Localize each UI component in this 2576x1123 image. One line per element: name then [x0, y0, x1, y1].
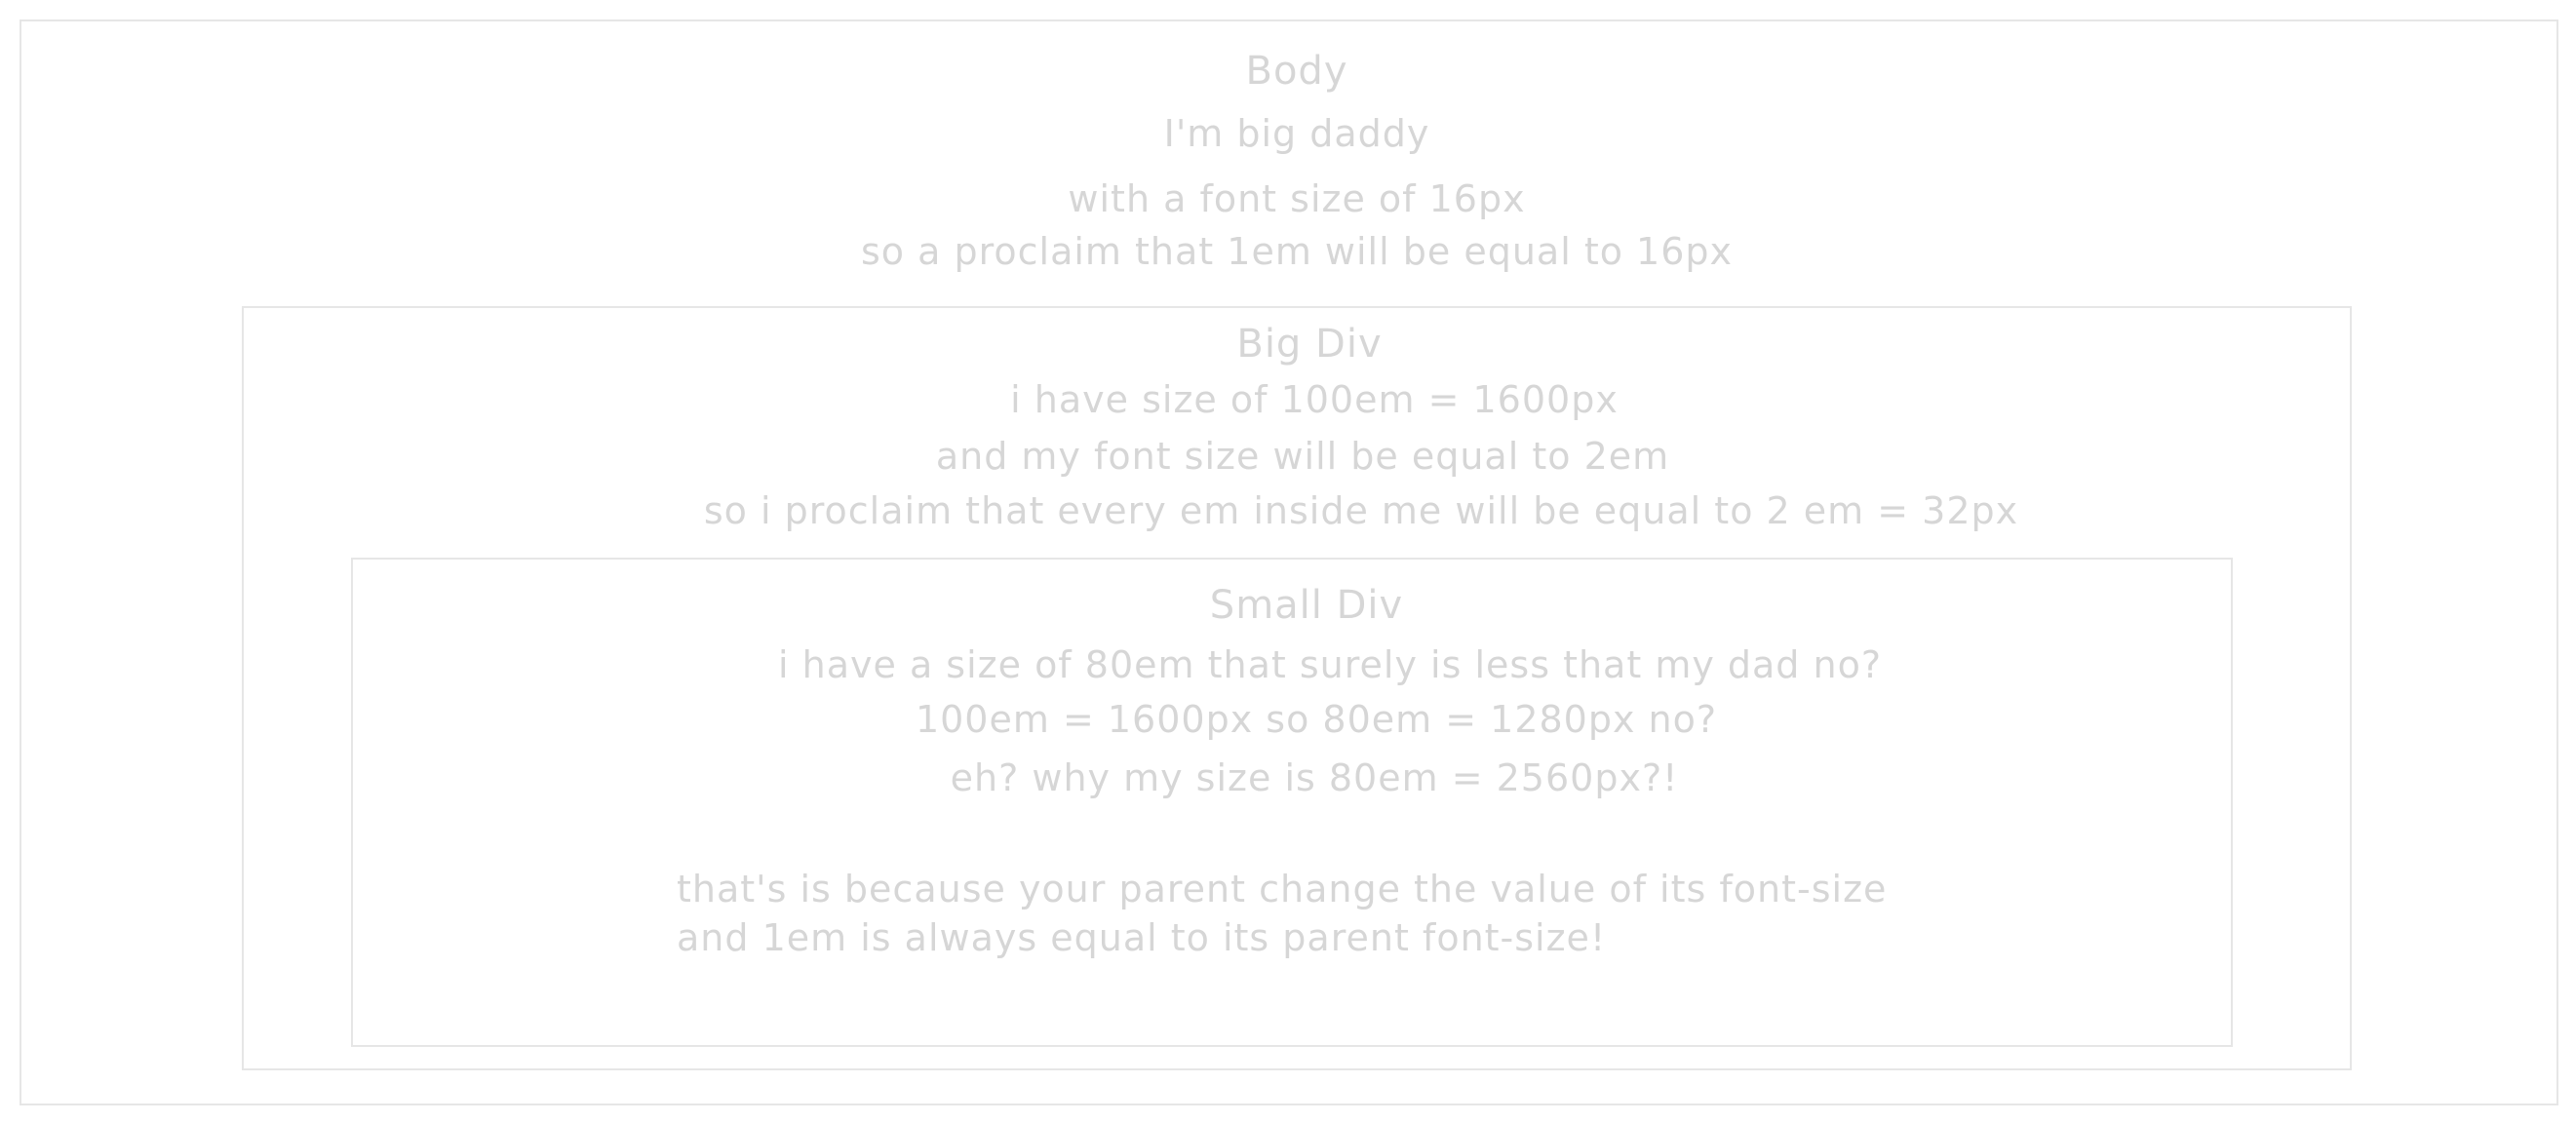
small-div-explanation-2: and 1em is always equal to its parent fo… [677, 916, 1607, 959]
body-line-2: with a font size of 16px [1068, 177, 1526, 220]
small-div-line-3: eh? why my size is 80em = 2560px?! [950, 756, 1679, 799]
small-div-title: Small Div [1209, 583, 1404, 628]
small-div-line-2: 100em = 1600px so 80em = 1280px no? [915, 698, 1718, 741]
body-line-1: I'm big daddy [1163, 112, 1430, 155]
big-div-line-3: so i proclaim that every em inside me wi… [703, 489, 2019, 532]
small-div-line-1: i have a size of 80em that surely is les… [777, 643, 1883, 686]
body-line-3: so a proclaim that 1em will be equal to … [860, 230, 1734, 273]
body-title: Body [1245, 49, 1348, 94]
big-div-box [242, 306, 2352, 1070]
small-div-explanation-1: that's is because your parent change the… [677, 868, 1888, 910]
body-box [20, 19, 2558, 1105]
small-div-box [351, 558, 2233, 1047]
big-div-title: Big Div [1236, 322, 1383, 367]
big-div-line-1: i have size of 100em = 1600px [1010, 378, 1619, 421]
big-div-line-2: and my font size will be equal to 2em [935, 435, 1670, 478]
